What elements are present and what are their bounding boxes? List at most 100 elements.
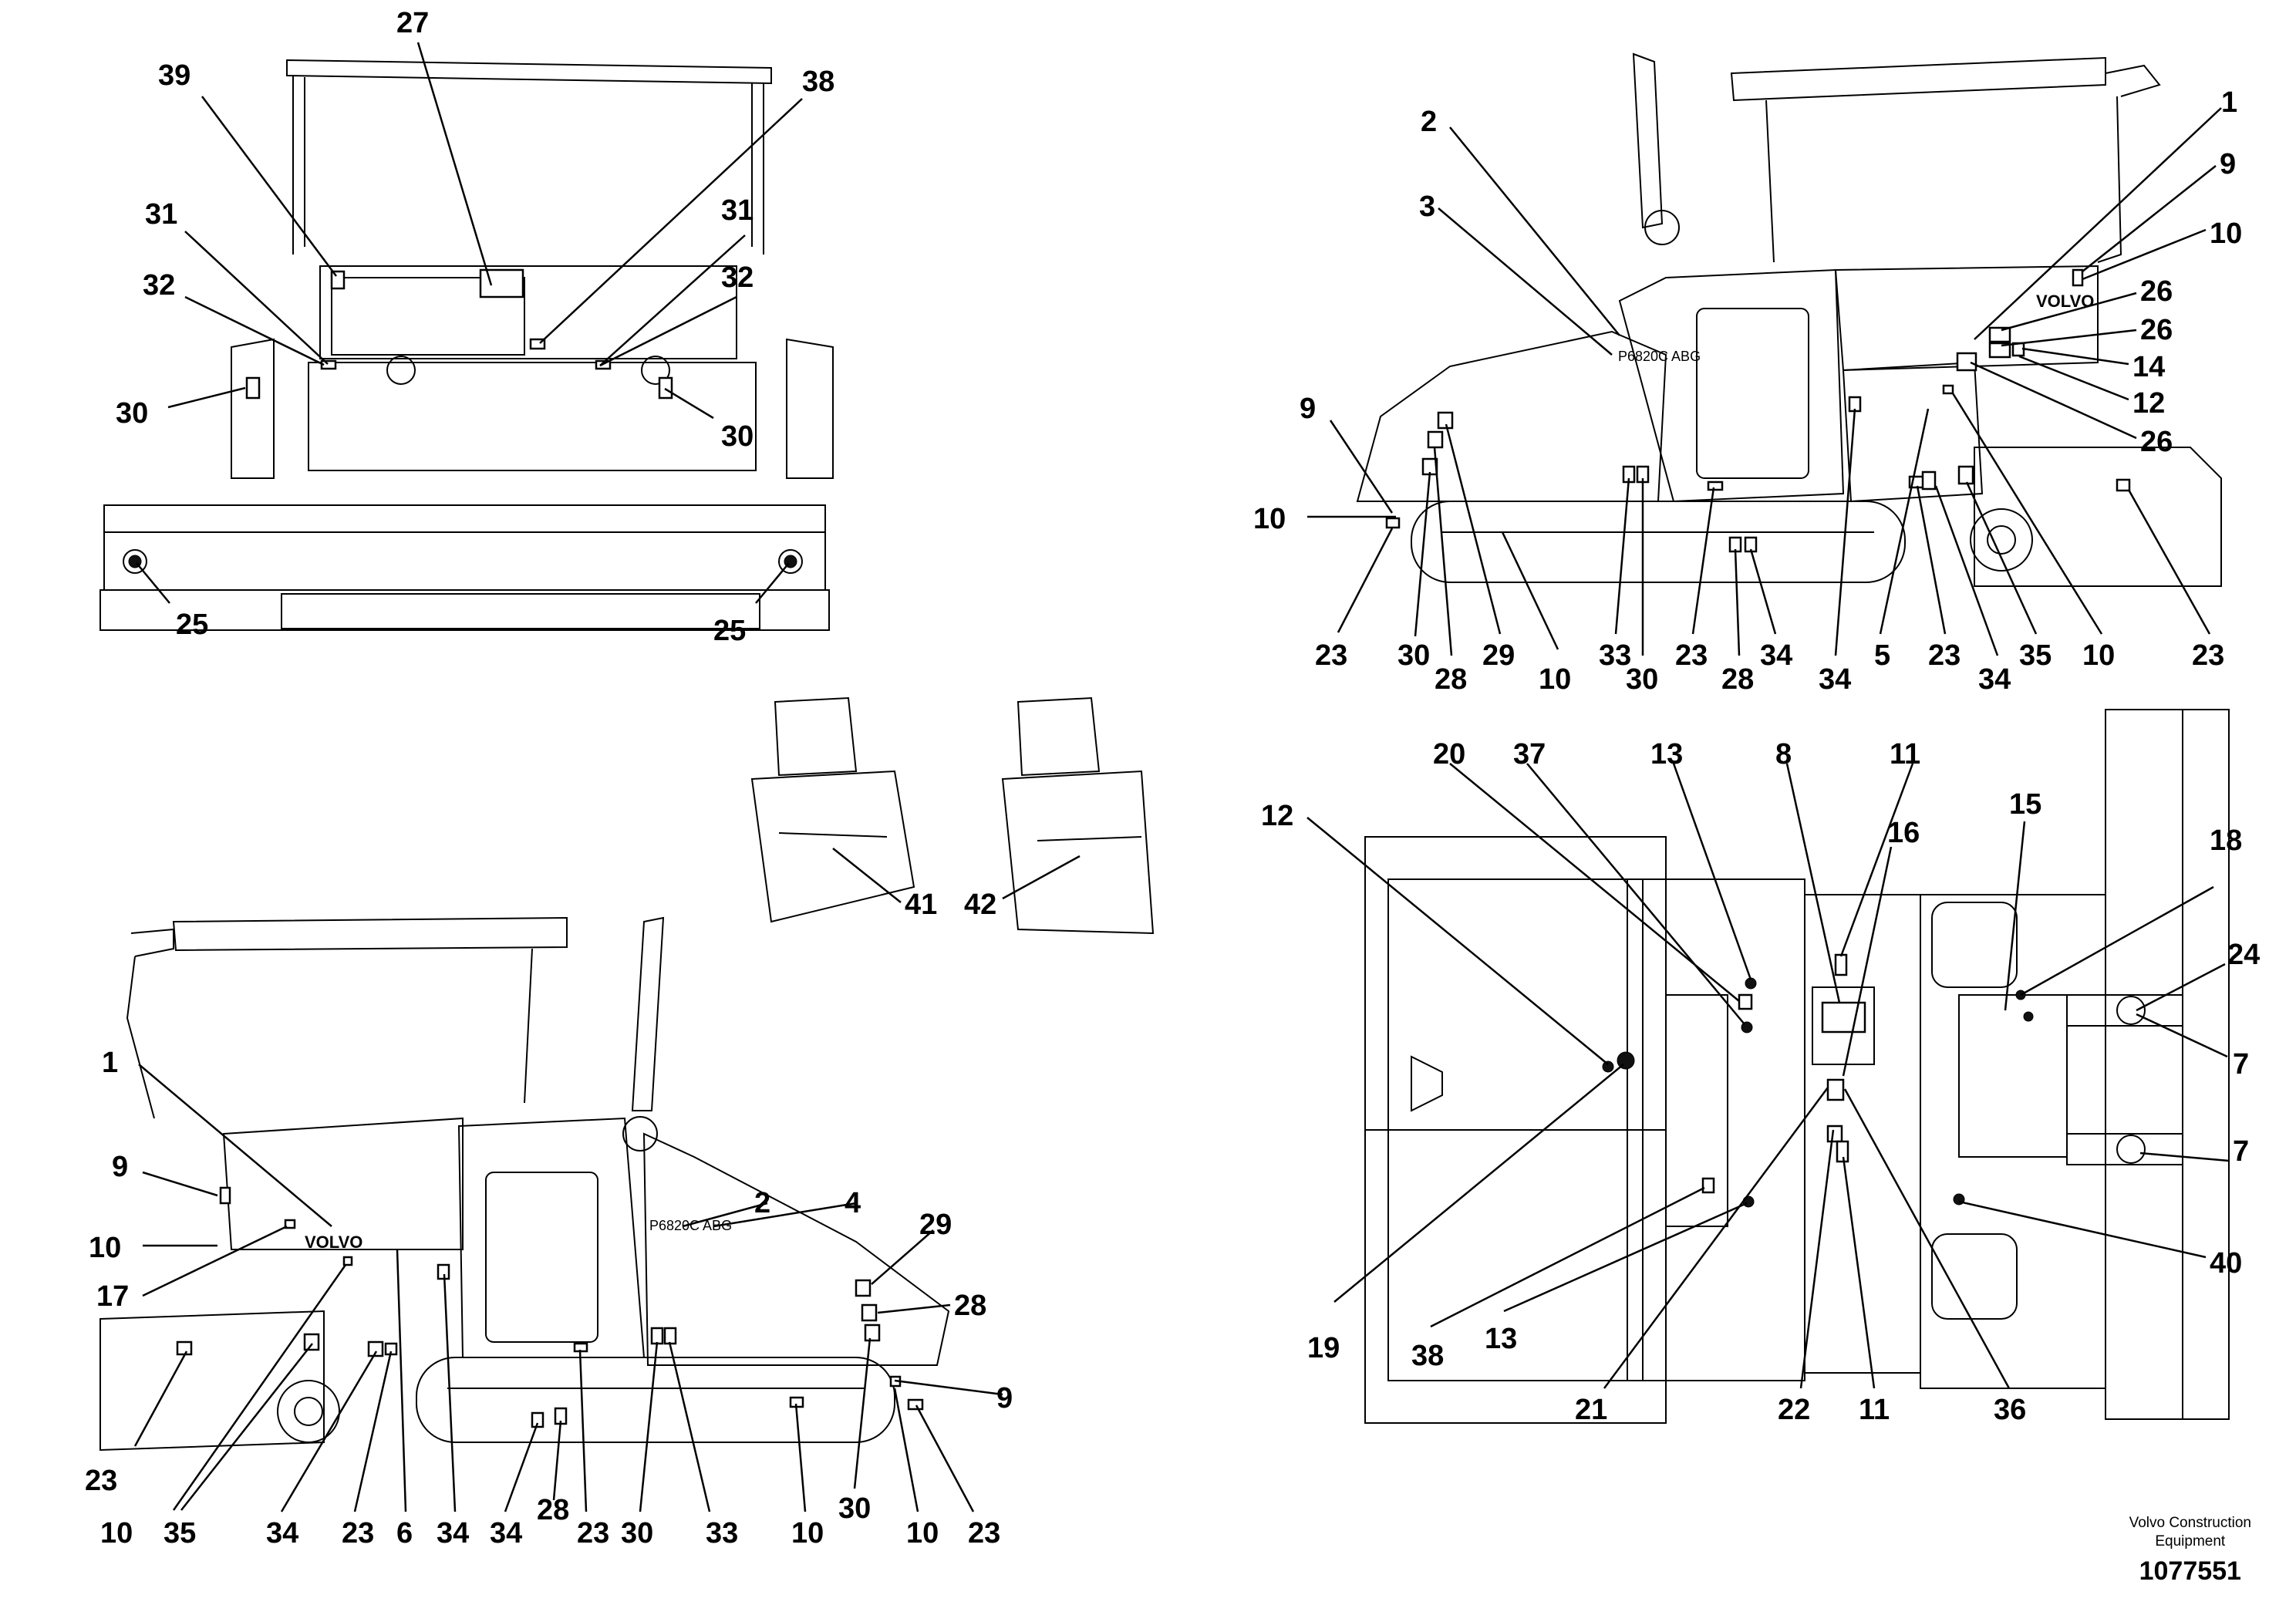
ls-callout-2: 2 (754, 1187, 770, 1219)
callout-38: 38 (802, 66, 834, 98)
callout-25: 25 (176, 609, 208, 641)
callout-30b: 30 (721, 420, 754, 453)
tv-callout-19: 19 (1307, 1332, 1340, 1364)
ls-callout-10d: 10 (906, 1517, 939, 1549)
rs-callout-23c: 23 (1928, 639, 1961, 672)
ls-callout-23: 23 (85, 1465, 117, 1497)
ls-callout-10: 10 (89, 1232, 121, 1264)
tv-callout-13b: 13 (1485, 1323, 1517, 1355)
ls-callout-28b: 28 (537, 1494, 569, 1526)
tv-callout-11: 11 (1890, 738, 1920, 771)
tv-callout-40: 40 (2210, 1247, 2242, 1280)
rs-callout-3: 3 (1419, 191, 1435, 223)
rs-callout-14: 14 (2132, 351, 2165, 383)
right-side-view: VOLVO P6820C ABG (1253, 52, 2242, 696)
rs-callout-10c: 10 (1539, 663, 1571, 696)
ls-callout-34: 34 (266, 1517, 298, 1549)
ls-callout-4: 4 (845, 1187, 861, 1219)
rs-callout-34: 34 (1760, 639, 1792, 672)
callout-30: 30 (116, 397, 148, 430)
seat-details: 41 42 (750, 696, 1155, 935)
tv-callout-16: 16 (1887, 817, 1920, 849)
tv-callout-20: 20 (1433, 738, 1465, 771)
tv-callout-12: 12 (1261, 800, 1293, 832)
tv-callout-37: 37 (1513, 738, 1546, 771)
rs-callout-26c: 26 (2140, 426, 2173, 458)
ls-callout-17: 17 (96, 1280, 129, 1313)
tv-callout-7b: 7 (2233, 1135, 2249, 1168)
model-badge-right: P6820C ABG (1618, 349, 1701, 364)
top-view: 12 20 37 13 8 11 16 15 18 24 7 7 40 19 3… (1261, 709, 2260, 1426)
brand-volvo-left: VOLVO (305, 1233, 362, 1252)
rs-callout-10: 10 (2210, 218, 2242, 250)
ls-callout-28: 28 (954, 1290, 986, 1322)
callout-32: 32 (143, 269, 175, 302)
rs-callout-26b: 26 (2140, 314, 2173, 346)
rs-callout-34c: 34 (1978, 663, 2011, 696)
rs-callout-9b: 9 (1300, 393, 1316, 425)
rs-callout-26: 26 (2140, 275, 2173, 308)
callout-25b: 25 (713, 615, 746, 647)
callout-39: 39 (158, 59, 190, 92)
callout-31b: 31 (721, 194, 754, 227)
ls-callout-23b: 23 (342, 1517, 374, 1549)
drawing-number: 1077551 (2139, 1556, 2241, 1586)
rs-callout-5: 5 (1874, 639, 1890, 672)
rs-callout-9: 9 (2220, 148, 2236, 180)
rear-view: 27 39 38 31 31 32 32 30 30 25 25 (99, 7, 834, 647)
tv-callout-11b: 11 (1859, 1394, 1890, 1426)
rs-callout-2: 2 (1421, 106, 1437, 138)
ls-callout-23d: 23 (968, 1517, 1000, 1549)
tv-callout-13: 13 (1650, 738, 1683, 771)
ls-callout-1: 1 (102, 1047, 118, 1079)
seat-callout-42: 42 (964, 889, 996, 921)
rs-callout-23b: 23 (1675, 639, 1708, 672)
tv-callout-36: 36 (1994, 1394, 2026, 1426)
ls-callout-33: 33 (706, 1517, 738, 1549)
tv-callout-8: 8 (1775, 738, 1792, 771)
tv-callout-15: 15 (2009, 788, 2041, 821)
rs-callout-23d: 23 (2192, 639, 2224, 672)
model-badge-left: P6820C ABG (649, 1218, 732, 1233)
tv-callout-18: 18 (2210, 824, 2242, 857)
ls-callout-35: 35 (164, 1517, 196, 1549)
tv-callout-38: 38 (1411, 1340, 1444, 1372)
rs-callout-23: 23 (1315, 639, 1347, 672)
ls-callout-29: 29 (919, 1209, 952, 1241)
ls-callout-6: 6 (396, 1517, 413, 1549)
tv-callout-21: 21 (1575, 1394, 1607, 1426)
rs-callout-30: 30 (1397, 639, 1430, 672)
seat-callout-41: 41 (905, 889, 937, 921)
company-line-1: Volvo Construction (2129, 1515, 2251, 1531)
rs-callout-33: 33 (1599, 639, 1631, 672)
rs-callout-29: 29 (1482, 639, 1515, 672)
company-line-2: Equipment (2155, 1533, 2226, 1549)
ls-callout-30b: 30 (838, 1492, 871, 1525)
ls-callout-10c: 10 (791, 1517, 824, 1549)
tv-callout-24: 24 (2227, 939, 2260, 971)
tv-callout-22: 22 (1778, 1394, 1810, 1426)
callout-27: 27 (396, 7, 429, 39)
ls-callout-9: 9 (112, 1151, 128, 1183)
rs-callout-28b: 28 (1721, 663, 1754, 696)
left-side-view: VOLVO P6820C ABG (85, 916, 1013, 1549)
ls-callout-23c: 23 (577, 1517, 609, 1549)
rs-callout-34b: 34 (1819, 663, 1851, 696)
ls-callout-10b: 10 (100, 1517, 133, 1549)
ls-callout-34b: 34 (437, 1517, 469, 1549)
ls-callout-34c: 34 (490, 1517, 522, 1549)
rs-callout-30b: 30 (1626, 663, 1658, 696)
callout-32b: 32 (721, 261, 754, 294)
ls-callout-9b: 9 (996, 1382, 1013, 1415)
rs-callout-28: 28 (1435, 663, 1467, 696)
tv-callout-7: 7 (2233, 1048, 2249, 1081)
callout-31: 31 (145, 198, 177, 231)
ls-callout-30: 30 (621, 1517, 653, 1549)
rs-callout-10d: 10 (2082, 639, 2115, 672)
rs-callout-35: 35 (2019, 639, 2052, 672)
rs-callout-10b: 10 (1253, 503, 1286, 535)
rs-callout-1: 1 (2221, 86, 2237, 119)
company-block: Volvo Construction Equipment 1077551 (2129, 1514, 2251, 1588)
rs-callout-12: 12 (2132, 387, 2165, 420)
